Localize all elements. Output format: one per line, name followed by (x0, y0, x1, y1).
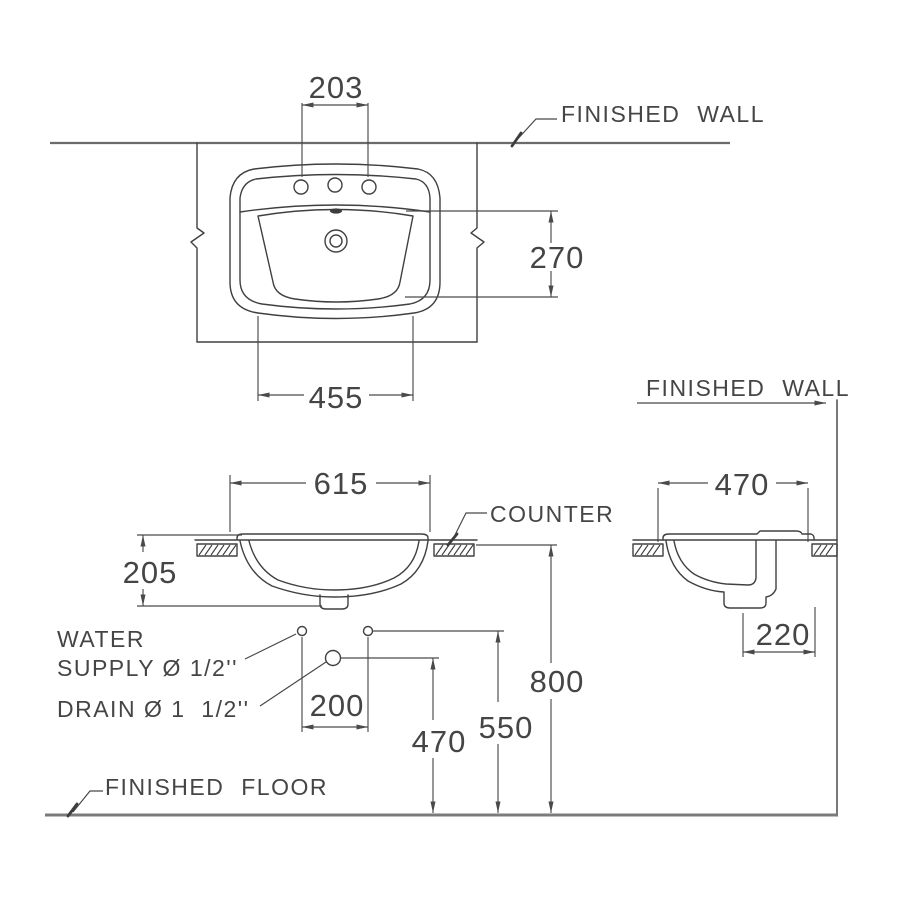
floor: FINISHED FLOOR (45, 774, 837, 818)
counter-label: COUNTER (490, 501, 614, 527)
faucet-hole-center (327, 177, 343, 193)
counter-section-side-left (632, 543, 664, 557)
drain-hole-outer (324, 229, 348, 253)
counter-leader-tick (446, 532, 459, 547)
bowl-outer-side (665, 540, 777, 609)
counter-plan-right-edge (470, 142, 485, 343)
dim-615-text: 615 (314, 466, 369, 501)
floor-label-leader (72, 790, 103, 813)
counter-hatch-side-right (813, 544, 834, 556)
dim-200-text: 200 (310, 688, 365, 723)
dim-470-side-text: 470 (715, 467, 770, 502)
side-view: FINISHED WALL 470 220 (632, 375, 850, 817)
dim-basin-front-to-back: 270 (405, 210, 585, 298)
dim-203-text: 203 (309, 70, 364, 105)
counter-plan-left-edge (190, 142, 205, 343)
dim-270-text: 270 (530, 240, 585, 275)
dim-basin-width: 455 (257, 316, 414, 415)
bowl-inner-side (673, 540, 757, 586)
drain-hole-inner (329, 234, 343, 248)
dim-supply-height: 550 (373, 630, 534, 813)
bowl-inner-front (248, 540, 420, 591)
counter-hatch-side-left (634, 544, 661, 556)
counter-section-side-right (811, 543, 838, 557)
faucet-hole-right (361, 179, 377, 195)
water-supply-leader (244, 633, 297, 660)
dim-455-text: 455 (309, 380, 364, 415)
finished-wall-label-side: FINISHED WALL (646, 375, 850, 401)
bowl-outer-front (239, 540, 429, 598)
counter-label-leader (451, 512, 487, 542)
dim-800-text: 800 (530, 664, 585, 699)
counter-hatch-right (435, 544, 474, 556)
finished-wall-label-top: FINISHED WALL (561, 101, 765, 127)
overflow-slot (330, 208, 342, 214)
dim-faucet-hole-spacing: 203 (301, 70, 369, 177)
front-view: 615 205 COUNTER (123, 466, 614, 610)
dim-220-text: 220 (756, 617, 811, 652)
faucet-hole-left (293, 179, 309, 195)
water-supply-point-right (362, 625, 374, 637)
drain-point (324, 649, 342, 667)
counter-hatch-left (198, 544, 237, 556)
water-supply-point-left (296, 625, 308, 637)
sink-rim-front (236, 533, 429, 541)
wall-label-leader (513, 118, 557, 144)
dim-overall-front-to-back: 470 (657, 467, 809, 542)
dim-depth-below-counter: 205 (123, 534, 322, 607)
water-supply-label-line2: SUPPLY Ø 1/2'' (57, 655, 238, 681)
counter-section-left (196, 543, 238, 557)
sink-inner-rim-plan (239, 173, 431, 310)
counter-section-right (433, 543, 475, 557)
sink-outer-rim-plan (229, 163, 441, 320)
dim-470-bottom-text: 470 (412, 724, 467, 759)
dim-overall-width: 615 (229, 466, 431, 532)
wall-leader-tick (510, 131, 523, 148)
dim-drain-height: 470 (340, 657, 467, 813)
rough-in-view: WATER SUPPLY Ø 1/2'' DRAIN Ø 1 1/2'' 200… (57, 545, 585, 813)
dim-205-text: 205 (123, 555, 178, 590)
water-supply-label-line1: WATER (57, 626, 145, 652)
finished-floor-label: FINISHED FLOOR (105, 774, 328, 800)
dim-drain-to-wall: 220 (742, 607, 816, 657)
drain-label: DRAIN Ø 1 1/2'' (57, 696, 250, 722)
dim-550-text: 550 (479, 710, 534, 745)
drain-leader (259, 661, 327, 707)
dim-counter-height: 800 (530, 545, 585, 813)
sink-rim-side (662, 530, 815, 541)
basin-outline-plan (257, 208, 414, 303)
plan-view: FINISHED WALL 203 270 (50, 70, 765, 415)
dim-supply-spacing: 200 (301, 637, 369, 732)
faucet-deck-edge (239, 204, 431, 213)
floor-leader-tick (66, 802, 79, 818)
